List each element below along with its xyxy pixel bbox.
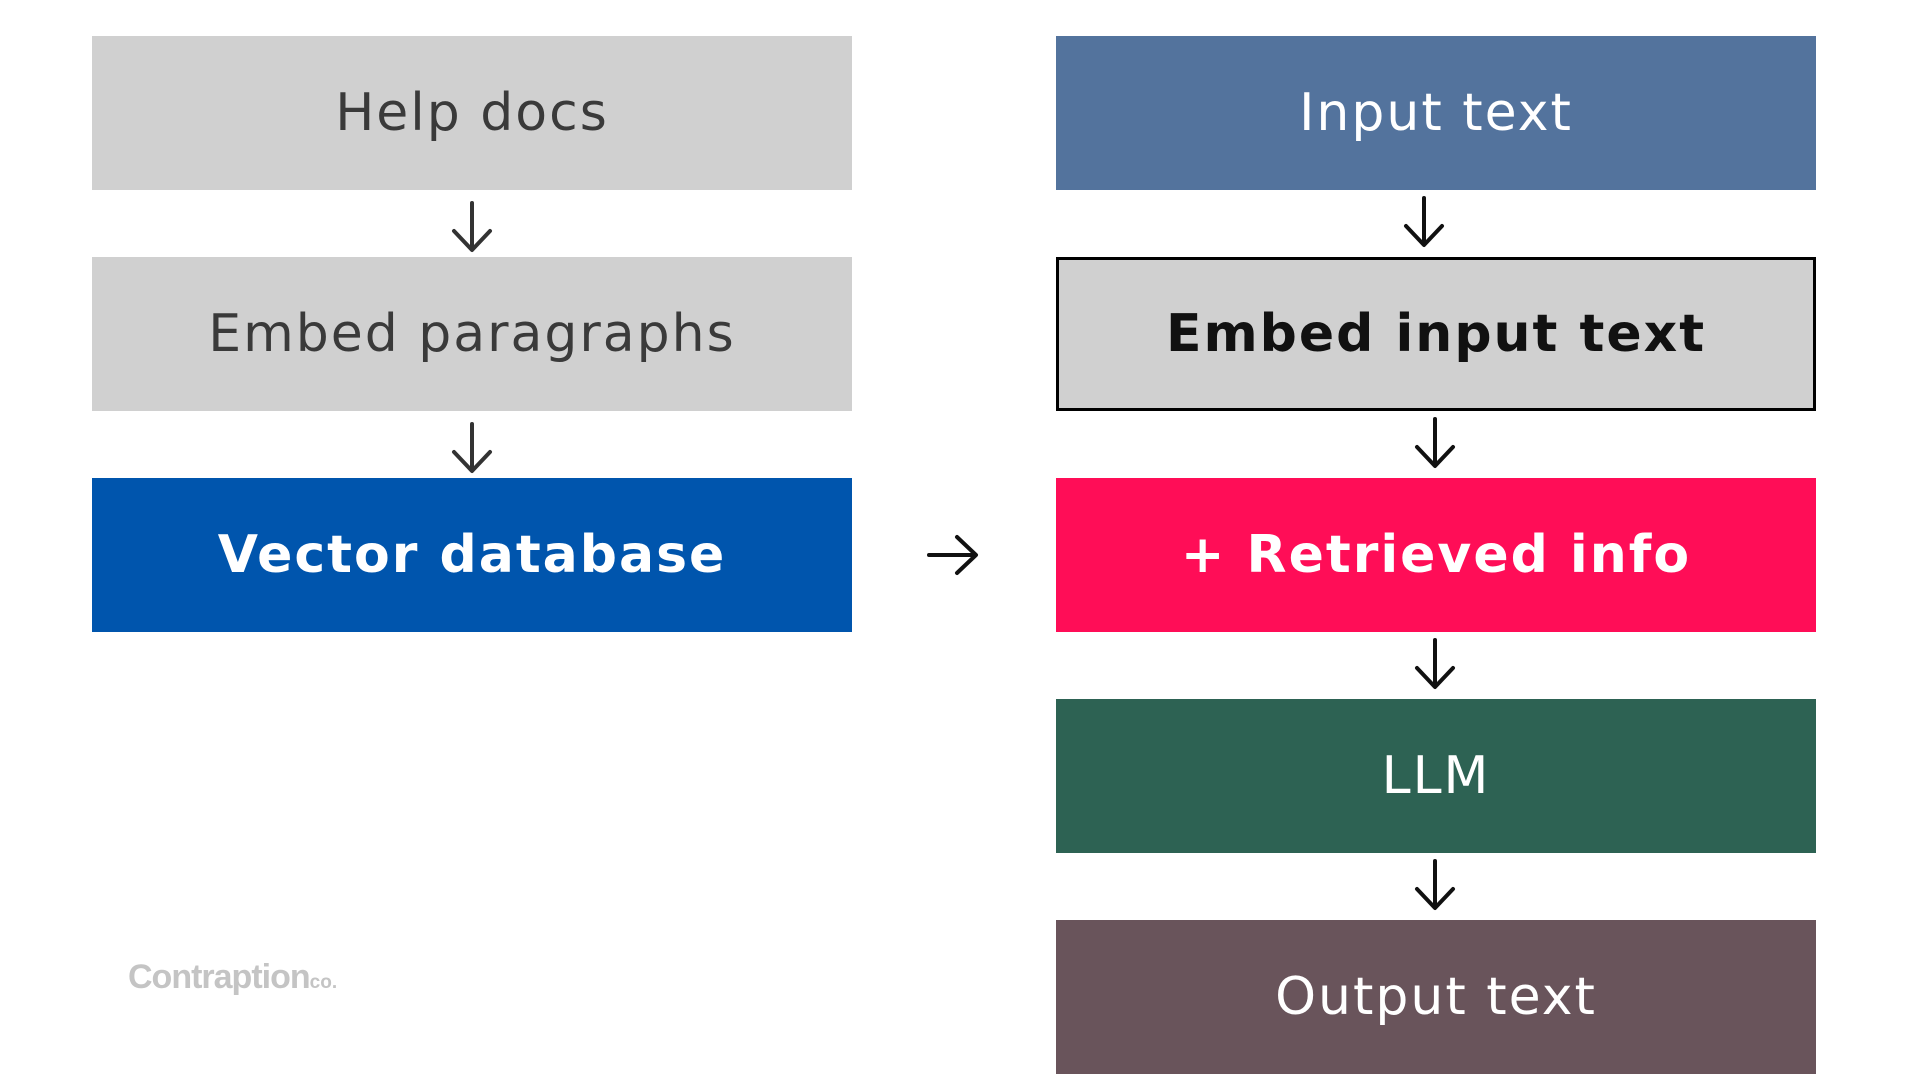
logo-main-text: Contraption xyxy=(128,958,311,996)
input-text-box: Input text xyxy=(1056,36,1816,190)
help-docs-label: Help docs xyxy=(335,83,609,143)
down-arrow-icon xyxy=(1400,196,1448,250)
embed-paragraphs-box: Embed paragraphs xyxy=(92,257,852,411)
down-arrow-icon xyxy=(1411,417,1459,471)
output-text-box: Output text xyxy=(1056,920,1816,1074)
input-text-label: Input text xyxy=(1299,83,1573,143)
embed-paragraphs-label: Embed paragraphs xyxy=(208,304,736,364)
down-arrow-icon xyxy=(448,422,496,476)
embed-input-text-box: Embed input text xyxy=(1056,257,1816,411)
retrieved-info-box: + Retrieved info xyxy=(1056,478,1816,632)
down-arrow-icon xyxy=(1411,638,1459,692)
down-arrow-icon xyxy=(1411,859,1459,913)
down-arrow-icon xyxy=(448,201,496,255)
output-text-label: Output text xyxy=(1275,967,1597,1027)
llm-box: LLM xyxy=(1056,699,1816,853)
help-docs-box: Help docs xyxy=(92,36,852,190)
right-arrow-icon xyxy=(927,531,981,579)
contraption-logo: Contraptionco. xyxy=(128,958,337,997)
llm-label: LLM xyxy=(1381,746,1491,806)
embed-input-text-label: Embed input text xyxy=(1165,304,1707,364)
vector-database-box: Vector database xyxy=(92,478,852,632)
logo-suffix-text: co. xyxy=(309,972,338,993)
vector-database-label: Vector database xyxy=(217,525,727,585)
retrieved-info-label: + Retrieved info xyxy=(1180,525,1692,585)
